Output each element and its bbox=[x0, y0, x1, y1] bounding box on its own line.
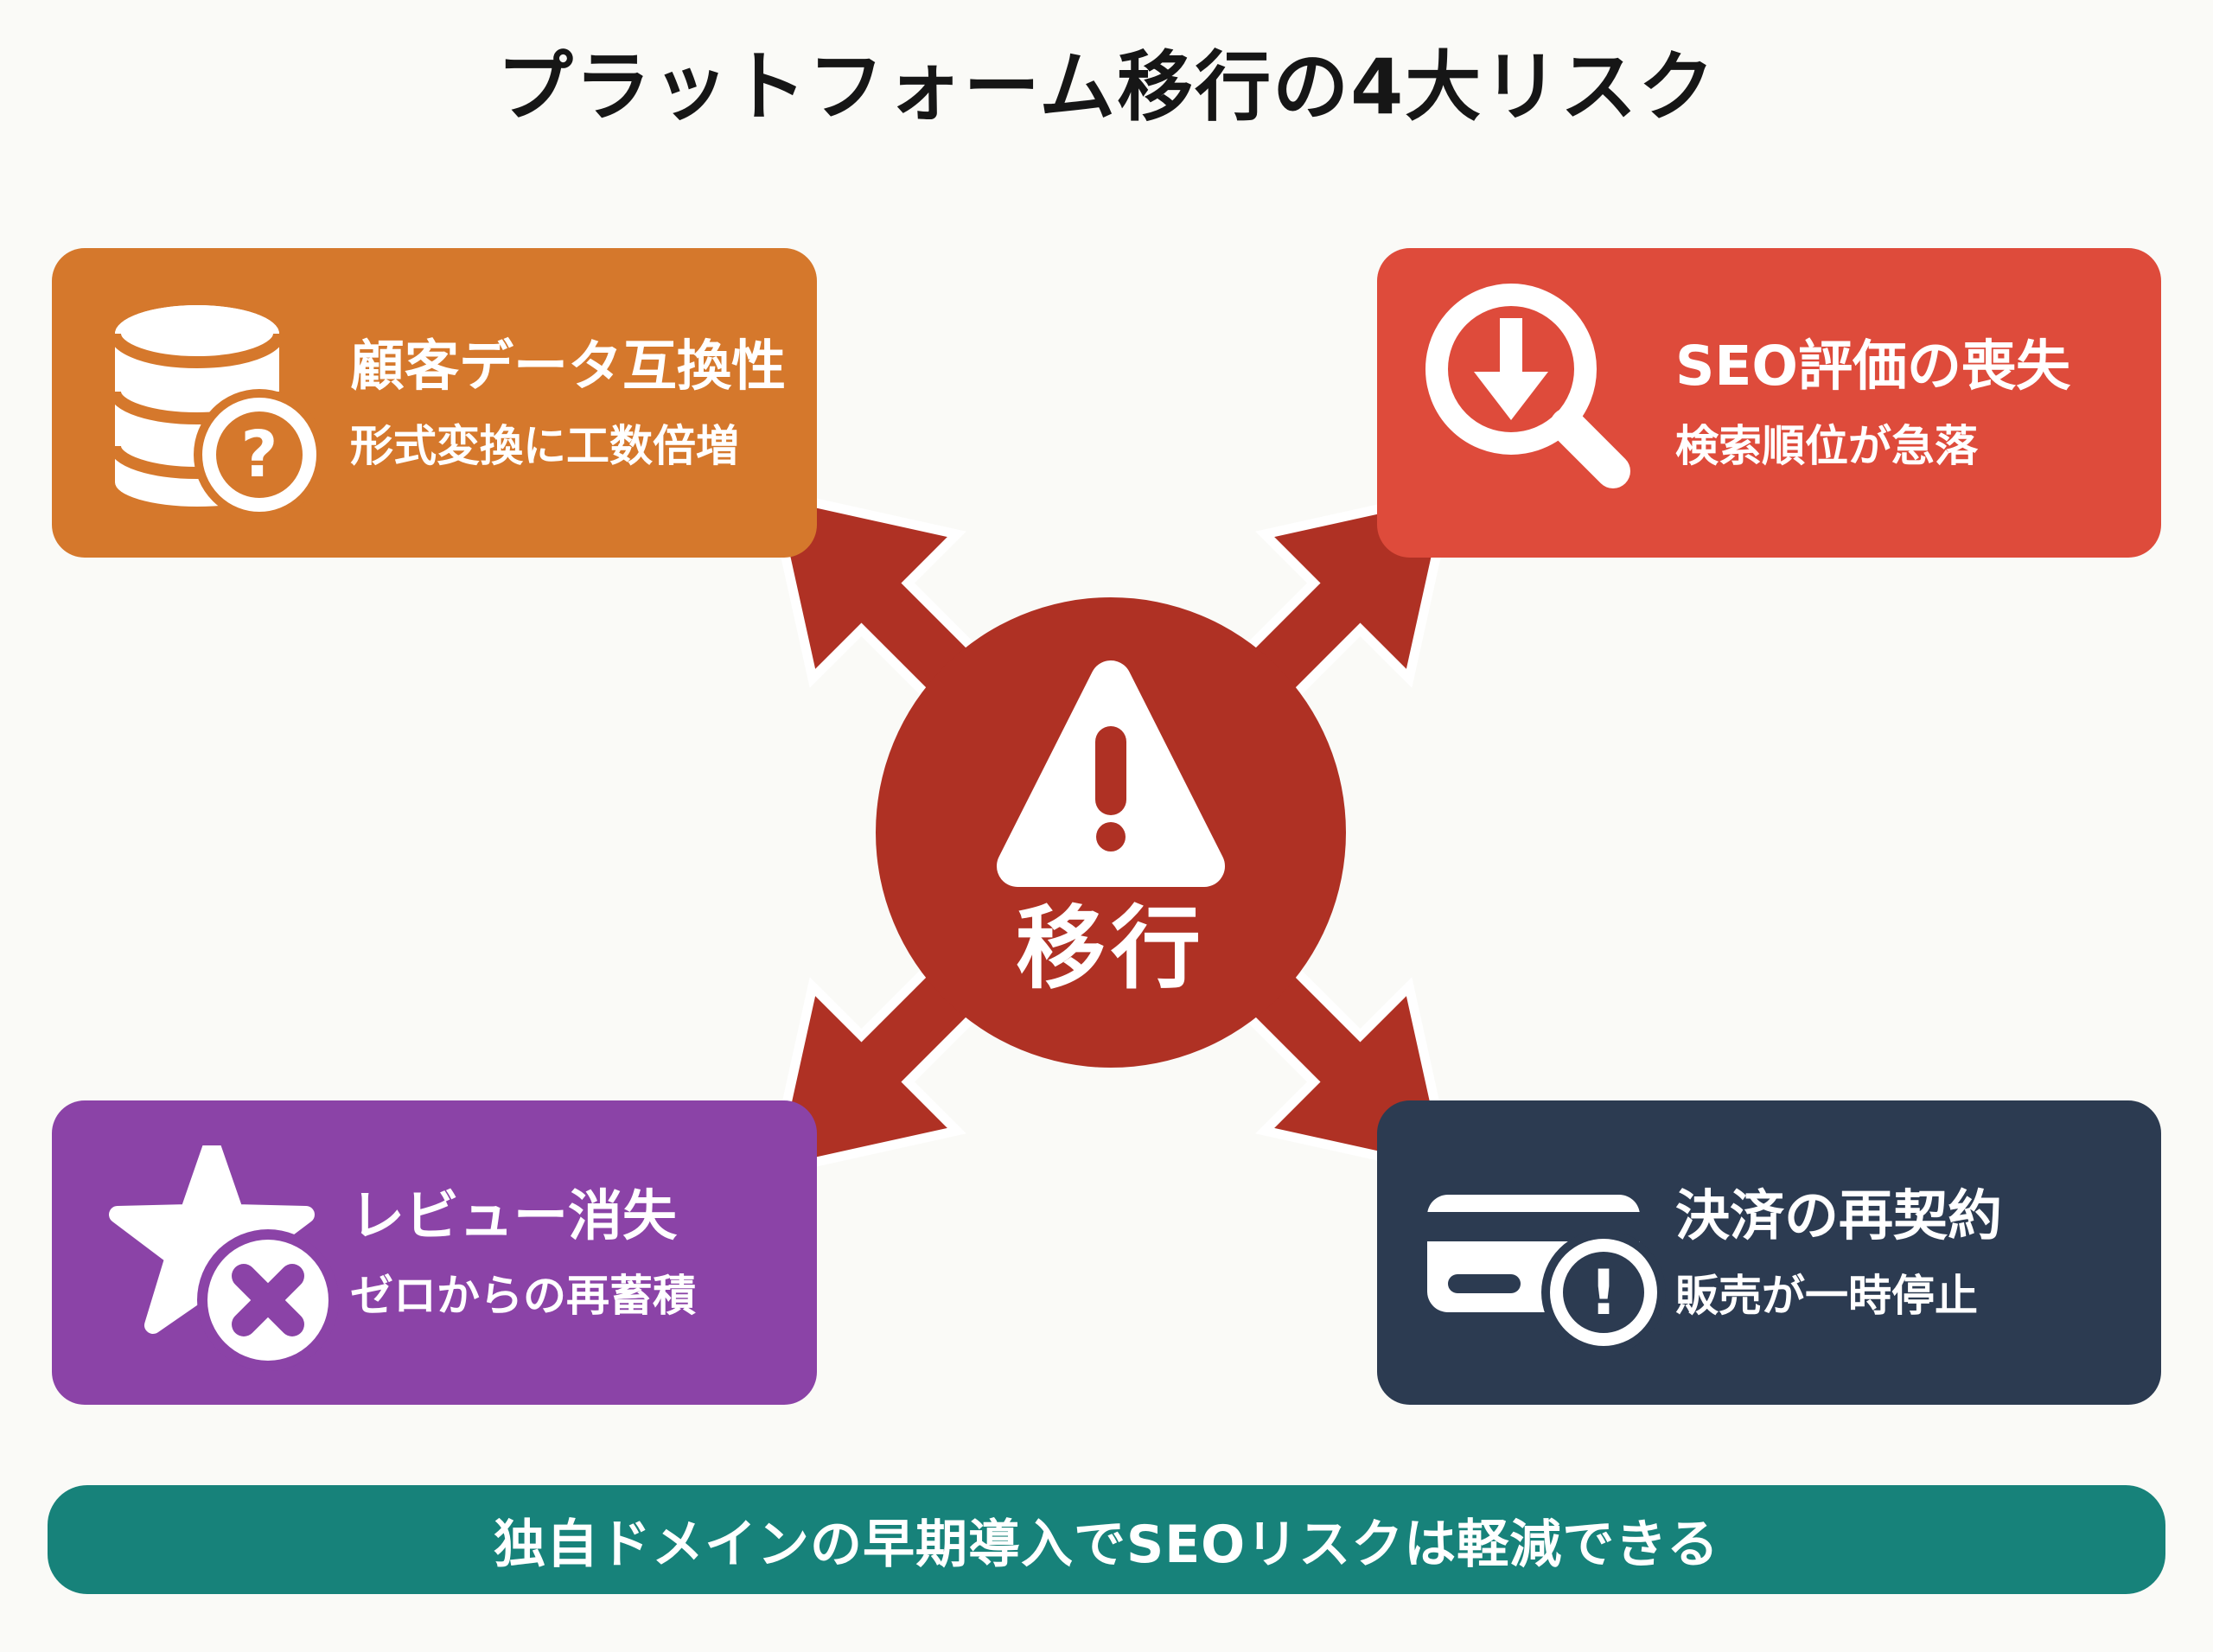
star-icon bbox=[99, 1137, 341, 1372]
credit-card-icon: ! bbox=[1420, 1183, 1706, 1390]
risk-subtitle: 販売が一時停止 bbox=[1675, 1270, 1978, 1321]
warning-triangle-icon bbox=[997, 660, 1225, 887]
risk-card-data-compatibility: ? 顧客データ互換性 形式変換に工数倍増 bbox=[52, 248, 817, 558]
banner-text: 独自ドメインの早期導入でSEOリスクは軽減できる bbox=[493, 1514, 1719, 1575]
page-title: プラットフォーム移行の4大リスク bbox=[496, 42, 1717, 131]
database-icon: ? bbox=[109, 305, 318, 513]
risk-title: SEO評価の喪失 bbox=[1675, 334, 2070, 398]
risk-card-payment: ! 決済の再契約 販売が一時停止 bbox=[1377, 1100, 2161, 1405]
risk-subtitle: 検索順位が急落 bbox=[1675, 420, 1978, 471]
exclamation-glyph: ! bbox=[1589, 1256, 1618, 1329]
question-badge-icon: ? bbox=[202, 398, 316, 512]
risk-title: 顧客データ互換性 bbox=[350, 334, 786, 398]
magnifier-down-arrow-icon bbox=[1412, 270, 1636, 494]
risk-card-review-loss: レビュー消失 ゼロからの再蓄積 bbox=[52, 1100, 817, 1405]
risk-subtitle: ゼロからの再蓄積 bbox=[350, 1270, 696, 1321]
exclamation-badge-icon: ! bbox=[1550, 1239, 1657, 1346]
question-glyph: ? bbox=[240, 418, 278, 492]
risk-subtitle: 形式変換に工数倍増 bbox=[350, 420, 739, 471]
risk-title: 決済の再契約 bbox=[1675, 1183, 2002, 1247]
x-badge-icon bbox=[207, 1240, 328, 1361]
risk-title: レビュー消失 bbox=[350, 1183, 677, 1247]
risk-card-seo-loss: SEO評価の喪失 検索順位が急落 bbox=[1377, 248, 2161, 558]
center-label: 移行 bbox=[1016, 896, 1206, 1001]
conclusion-banner: 独自ドメインの早期導入でSEOリスクは軽減できる bbox=[48, 1485, 2165, 1594]
